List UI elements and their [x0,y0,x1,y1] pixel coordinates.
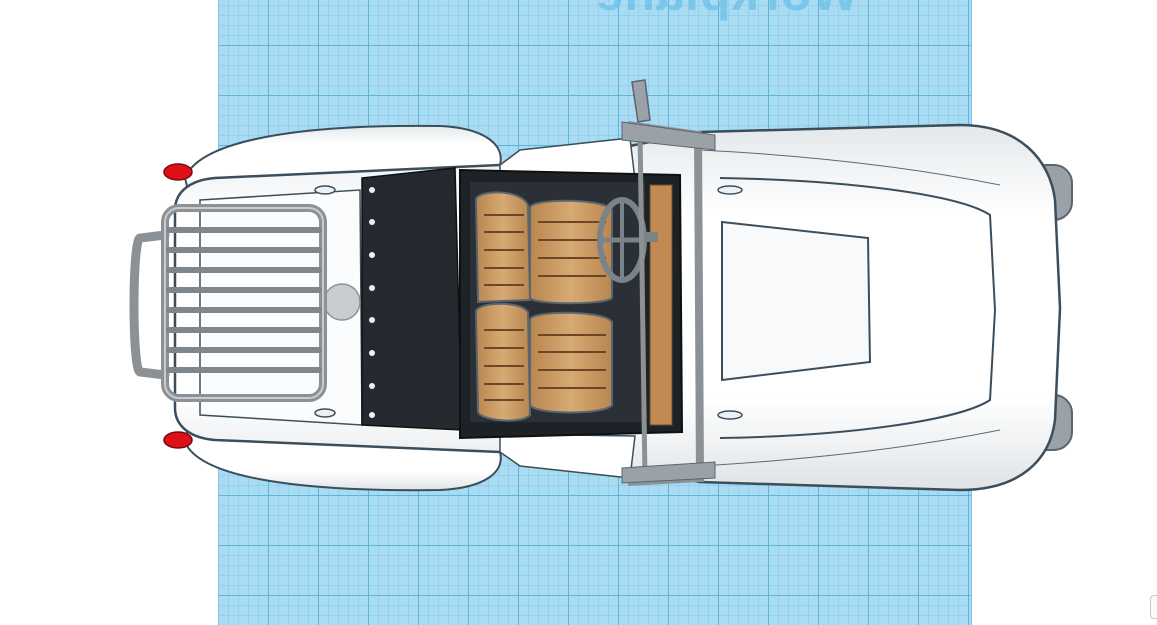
luggage-rack [129,204,327,402]
fuel-cap [323,283,361,321]
rear-deck [199,185,363,426]
tonneau-panel [361,167,463,431]
seat-left-rear [474,191,613,305]
hood [699,149,1001,467]
taillights [163,163,193,449]
seat-right-rear [474,302,613,422]
windscreen-frame [621,79,716,486]
resize-handle-icon[interactable] [1150,595,1157,619]
